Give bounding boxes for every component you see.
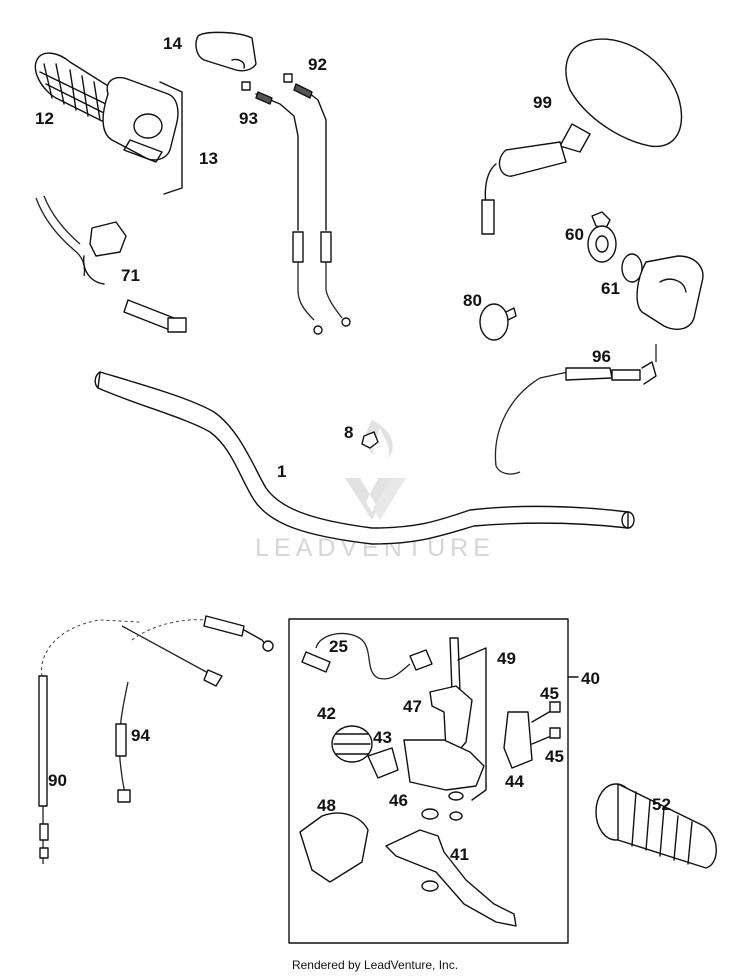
left-grip-part xyxy=(595,783,717,869)
callout-12: 12 xyxy=(35,109,54,128)
kill-switch-part xyxy=(35,195,187,333)
callout-93: 93 xyxy=(239,109,258,128)
grip-cap-part xyxy=(195,31,257,72)
hot-start-cable-part xyxy=(494,344,657,475)
callout-43: 43 xyxy=(373,728,392,747)
callout-99: 99 xyxy=(533,93,552,112)
callout-42: 42 xyxy=(317,704,336,723)
callout-49: 49 xyxy=(497,649,516,668)
footer-credit: Rendered by LeadVenture, Inc. xyxy=(291,958,459,972)
callout-46: 46 xyxy=(389,791,408,810)
callout-47: 47 xyxy=(403,697,422,716)
callout-13: 13 xyxy=(199,149,218,168)
hot-start-lever-part xyxy=(587,211,704,330)
callout-60: 60 xyxy=(565,225,584,244)
clip-part xyxy=(361,431,379,449)
callout-96: 96 xyxy=(592,347,611,366)
watermark-logo xyxy=(345,420,406,520)
callout-45-lower: 45 xyxy=(545,747,564,766)
perch-clamp-part xyxy=(503,701,561,769)
callout-14: 14 xyxy=(163,34,182,53)
handlebar-part xyxy=(94,371,635,545)
callout-52: 52 xyxy=(652,795,671,814)
clutch-lever-part xyxy=(385,808,517,927)
lever-cover-part xyxy=(299,812,369,883)
decompressor-cable-part xyxy=(115,615,274,803)
callout-71: 71 xyxy=(121,266,140,285)
throttle-housing-bracket xyxy=(159,81,183,195)
callout-94: 94 xyxy=(131,726,150,745)
clutch-switch-part xyxy=(301,632,433,680)
hose-clamp-part xyxy=(479,303,517,341)
throttle-cable-parts xyxy=(241,73,351,335)
callout-40: 40 xyxy=(581,669,600,688)
callout-92: 92 xyxy=(308,55,327,74)
callout-8: 8 xyxy=(344,423,353,442)
clutch-assembly-box xyxy=(288,618,569,944)
callout-61: 61 xyxy=(601,279,620,298)
callout-45-upper: 45 xyxy=(540,684,559,703)
callout-90: 90 xyxy=(48,771,67,790)
callout-80: 80 xyxy=(463,291,482,310)
mirror-part xyxy=(481,38,683,235)
callout-44: 44 xyxy=(505,772,524,791)
clutch-cable-part xyxy=(38,619,141,864)
callout-48: 48 xyxy=(317,796,336,815)
callout-25: 25 xyxy=(329,637,348,656)
clutch-perch-part xyxy=(331,637,487,821)
callout-1: 1 xyxy=(277,462,286,481)
throttle-grip-part xyxy=(34,52,179,163)
callout-41: 41 xyxy=(450,845,469,864)
